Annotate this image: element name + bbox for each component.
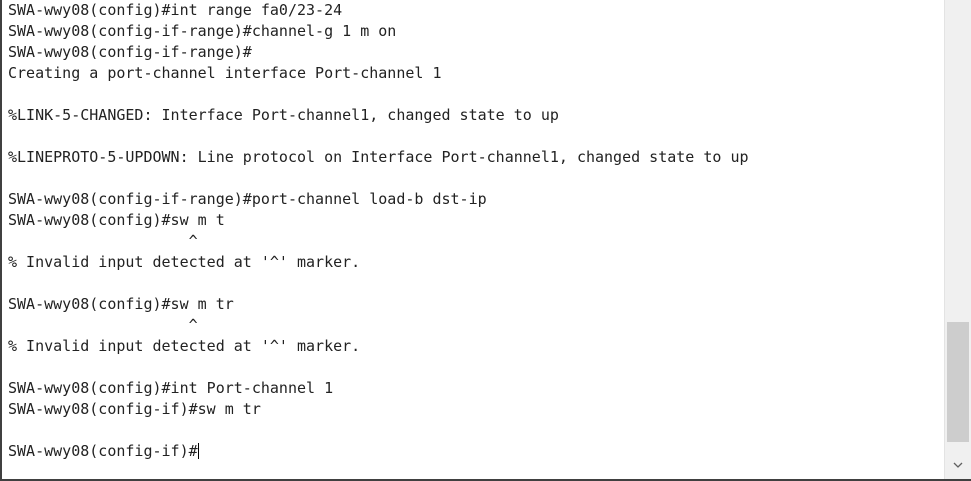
terminal-line bbox=[8, 273, 938, 294]
terminal-line bbox=[8, 420, 938, 441]
terminal-line: %LINK-5-CHANGED: Interface Port-channel1… bbox=[8, 106, 559, 124]
scroll-down-button[interactable] bbox=[945, 451, 971, 479]
window-border-bottom bbox=[0, 479, 971, 481]
vertical-scrollbar[interactable] bbox=[944, 0, 971, 479]
terminal-line bbox=[8, 168, 938, 189]
terminal-lines: SWA-wwy08(config)#int range fa0/23-24 SW… bbox=[8, 0, 938, 462]
terminal-line: % Invalid input detected at '^' marker. bbox=[8, 337, 361, 355]
terminal-prompt: SWA-wwy08(config-if)# bbox=[8, 442, 198, 460]
terminal-line: Creating a port-channel interface Port-c… bbox=[8, 64, 442, 82]
terminal-line: SWA-wwy08(config-if)#sw m tr bbox=[8, 400, 261, 418]
terminal-line: SWA-wwy08(config-if-range)#port-channel … bbox=[8, 190, 487, 208]
terminal-line: SWA-wwy08(config-if-range)#channel-g 1 m… bbox=[8, 22, 397, 40]
terminal-line: ^ bbox=[8, 316, 198, 334]
terminal-line: % Invalid input detected at '^' marker. bbox=[8, 253, 361, 271]
text-cursor bbox=[197, 443, 199, 459]
terminal-line: SWA-wwy08(config)#sw m tr bbox=[8, 295, 234, 313]
terminal-line: %LINEPROTO-5-UPDOWN: Line protocol on In… bbox=[8, 148, 749, 166]
scrollbar-thumb[interactable] bbox=[947, 322, 969, 442]
chevron-down-icon bbox=[953, 462, 963, 468]
terminal-line: SWA-wwy08(config-if-range)# bbox=[8, 43, 252, 61]
terminal-line: SWA-wwy08(config)#int Port-channel 1 bbox=[8, 379, 334, 397]
terminal-output[interactable]: SWA-wwy08(config)#int range fa0/23-24 SW… bbox=[8, 0, 938, 479]
terminal-line: SWA-wwy08(config)#sw m t bbox=[8, 211, 225, 229]
terminal-line: ^ bbox=[8, 232, 198, 250]
terminal-line bbox=[8, 84, 938, 105]
terminal-line bbox=[8, 126, 938, 147]
terminal-prompt-line[interactable]: SWA-wwy08(config-if)# bbox=[8, 441, 938, 462]
terminal-line: SWA-wwy08(config)#int range fa0/23-24 bbox=[8, 1, 343, 19]
window-border-left bbox=[0, 0, 2, 481]
terminal-line bbox=[8, 357, 938, 378]
